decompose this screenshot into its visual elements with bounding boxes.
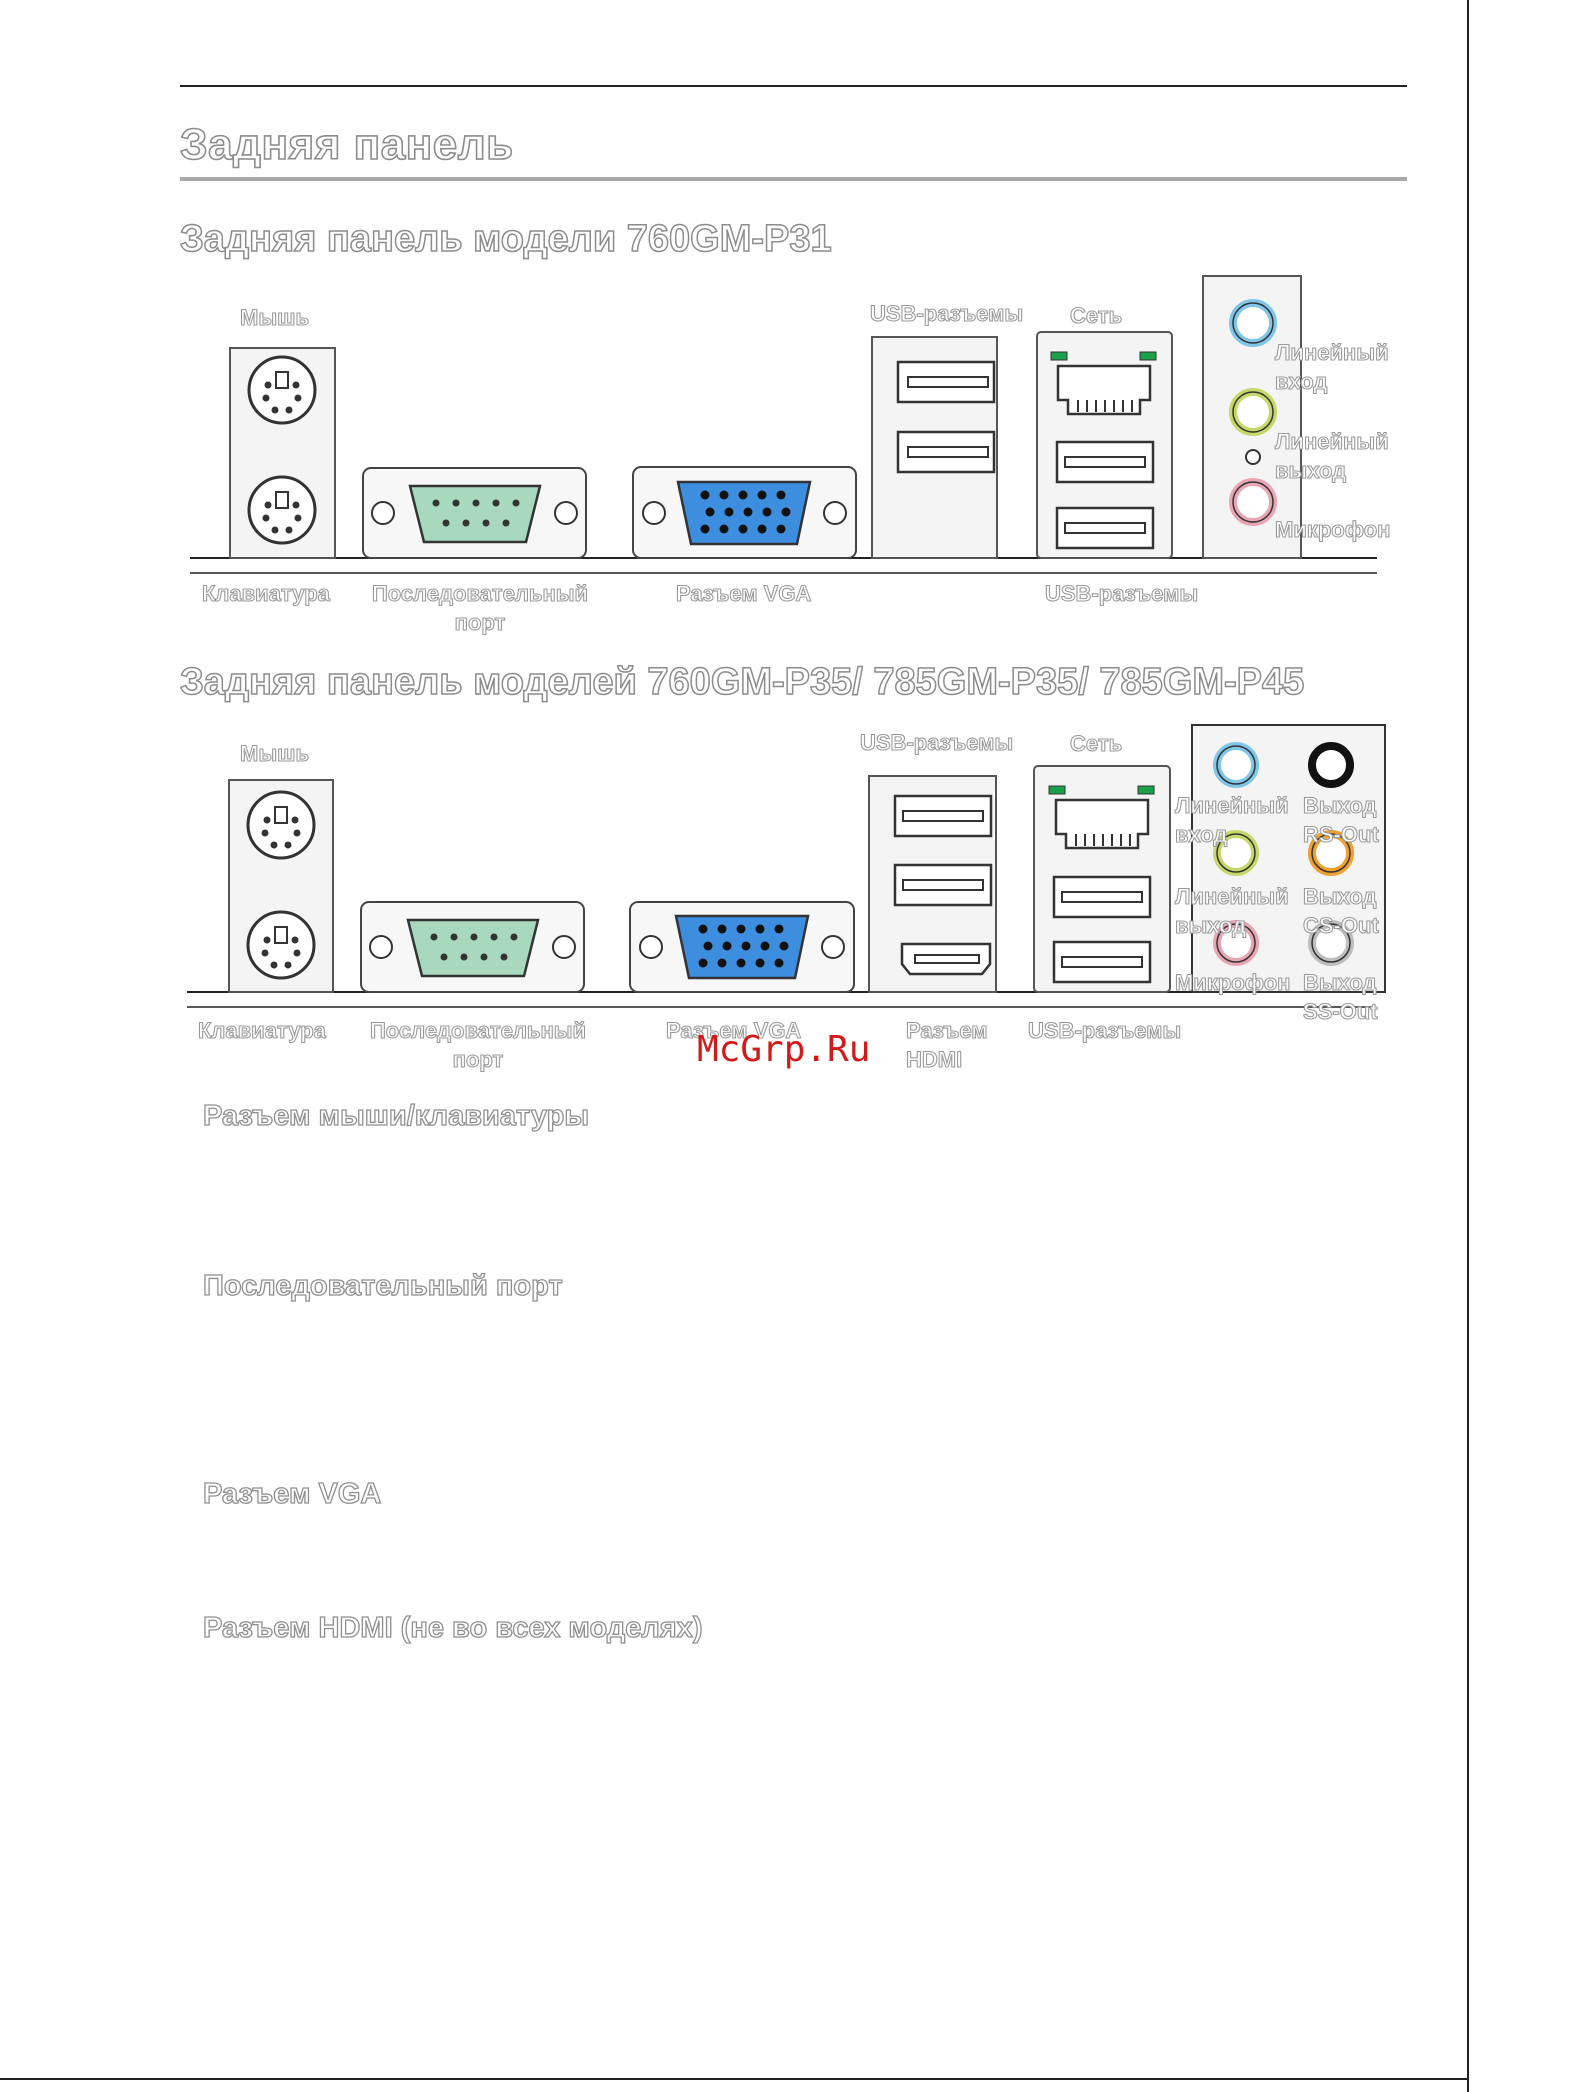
section-vga: Разъем VGA: [202, 1477, 382, 1510]
top-rule: [180, 85, 1407, 87]
page-title: Задняя панель: [179, 119, 514, 170]
panel-p35-heading: Задняя панель моделей 760GM-P35/ 785GM-P…: [179, 660, 1305, 704]
p31-label-vga: Разъем VGA: [675, 580, 812, 606]
p31-label-usb-bottom: USB-разъемы: [1044, 580, 1199, 606]
usb-stack-1: [871, 336, 998, 559]
section-hdmi: Разъем HDMI (не во всех моделях): [202, 1611, 703, 1644]
lan-usb-stack-1: [1036, 331, 1173, 559]
p35-label-usb-bottom: USB-разъемы: [1027, 1017, 1182, 1043]
p31-label-mic: Микрофон: [1274, 516, 1391, 542]
title-underline: [180, 177, 1407, 181]
p35-label-keyboard: Клавиатура: [197, 1017, 326, 1043]
vga-port: [632, 466, 857, 559]
p31-label-usb-top: USB-разъемы: [869, 300, 1024, 326]
p31-label-keyboard: Клавиатура: [201, 580, 330, 606]
p35-label-vga: Разъем VGA: [665, 1017, 802, 1043]
bottom-rule: [0, 2078, 1467, 2080]
p31-label-lan: Сеть: [1069, 302, 1123, 328]
audio-block-1: [1202, 275, 1302, 559]
panel-p31-heading: Задняя панель модели 760GM-P31: [179, 217, 832, 261]
serial-port: [362, 467, 587, 559]
section-mouse-keyboard: Разъем мыши/клавиатуры: [202, 1099, 590, 1132]
right-border: [1467, 0, 1469, 2092]
p35-label-usb-top: USB-разъемы: [859, 729, 1014, 755]
p35-label-mic: Микрофон: [1174, 969, 1291, 995]
section-serial-port: Последовательный порт: [202, 1269, 563, 1302]
ps2-mouse-port: [247, 355, 317, 425]
p35-label-lan: Сеть: [1069, 730, 1123, 756]
watermark: McGrp.Ru: [697, 1029, 871, 1070]
p35-label-mouse: Мышь: [239, 740, 309, 766]
p31-label-mouse: Мышь: [239, 304, 309, 330]
ps2-keyboard-port: [247, 475, 317, 545]
